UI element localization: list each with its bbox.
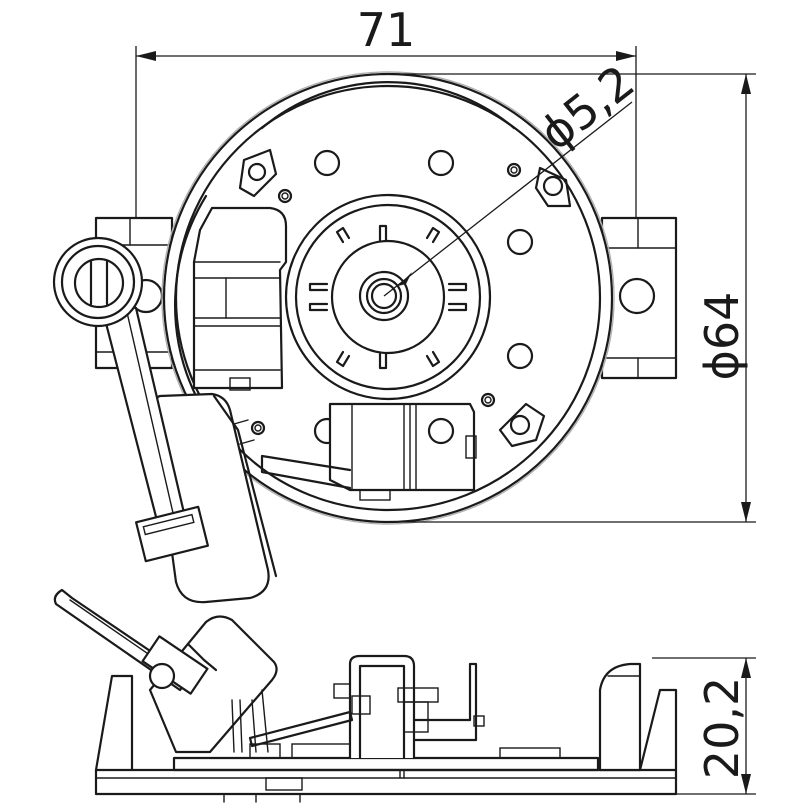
rotor (284, 193, 492, 401)
lever-arm (52, 236, 209, 563)
side-rod (248, 710, 354, 748)
diameter-dimension: ϕ64 (388, 73, 756, 523)
rotor-spokes (308, 224, 468, 370)
left-brush-holder (192, 206, 288, 391)
diameter-dimension-label: ϕ64 (695, 292, 749, 381)
side-view (53, 588, 678, 803)
side-brush-cap (148, 615, 278, 754)
height-dimension-label: 20,2 (695, 677, 749, 779)
hole-leader-arrow (398, 272, 412, 286)
bottom-brush-holder (328, 402, 477, 501)
base-plate (94, 768, 678, 796)
center-bracket (333, 654, 485, 760)
width-dimension: 71 (135, 3, 637, 218)
right-end-block (598, 662, 642, 772)
width-dimension-label: 71 (357, 3, 416, 57)
hole-leader-line (383, 101, 633, 297)
rim-slots (238, 148, 572, 448)
height-dimension: 20,2 (652, 657, 756, 795)
top-view (52, 71, 678, 604)
lead-wire (260, 454, 352, 490)
side-lever-arm (53, 588, 209, 695)
